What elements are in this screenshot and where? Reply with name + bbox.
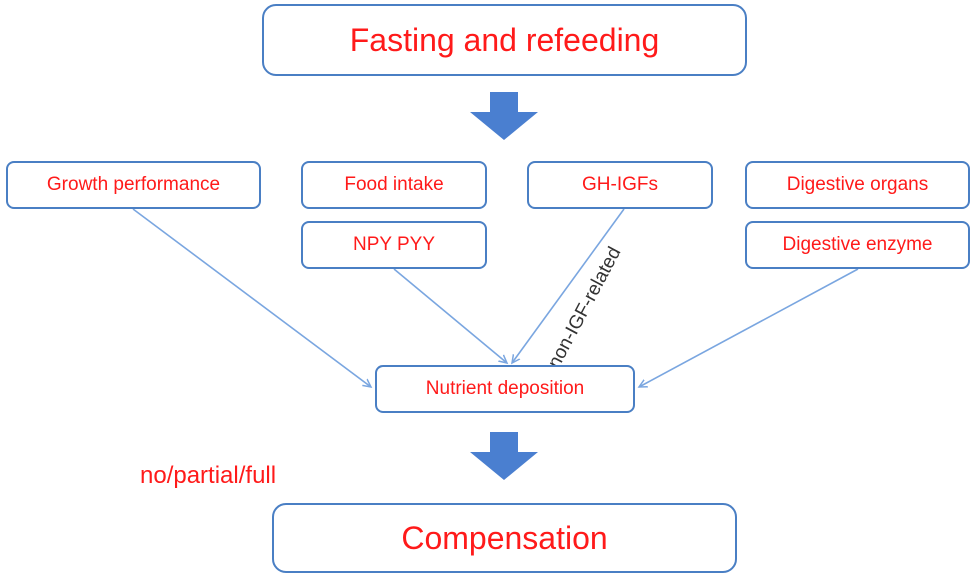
fasting-refeeding-label: Fasting and refeeding [349, 21, 660, 58]
gh-igfs-box: GH-IGFs [527, 161, 713, 209]
food-intake-label: Food intake [344, 174, 444, 195]
growth-performance-box: Growth performance [6, 161, 261, 209]
block-arrow-down-bottom [470, 432, 538, 480]
npy-pyy-box: NPY PYY [301, 221, 487, 269]
connector-npy-to-nutrient [393, 268, 507, 363]
npy-pyy-label: NPY PYY [352, 234, 436, 255]
fasting-refeeding-box: Fasting and refeeding [262, 4, 747, 76]
digestive-organs-label: Digestive organs [786, 174, 929, 195]
connector-enzyme-to-nutrient [639, 268, 859, 387]
compensation-label: Compensation [401, 519, 608, 556]
digestive-enzyme-label: Digestive enzyme [782, 234, 933, 255]
growth-performance-label: Growth performance [46, 174, 221, 195]
gh-igfs-label: GH-IGFs [582, 174, 658, 195]
connector-ghigf-to-nutrient [512, 208, 625, 363]
digestive-enzyme-box: Digestive enzyme [745, 221, 970, 269]
block-arrow-down-top [470, 92, 538, 140]
digestive-organs-box: Digestive organs [745, 161, 970, 209]
connector-growth-to-nutrient [132, 208, 371, 387]
food-intake-box: Food intake [301, 161, 487, 209]
nutrient-deposition-label: Nutrient deposition [425, 378, 585, 399]
compensation-box: Compensation [272, 503, 737, 573]
compensation-degree-label: no/partial/full [140, 462, 277, 489]
nutrient-deposition-box: Nutrient deposition [375, 365, 635, 413]
